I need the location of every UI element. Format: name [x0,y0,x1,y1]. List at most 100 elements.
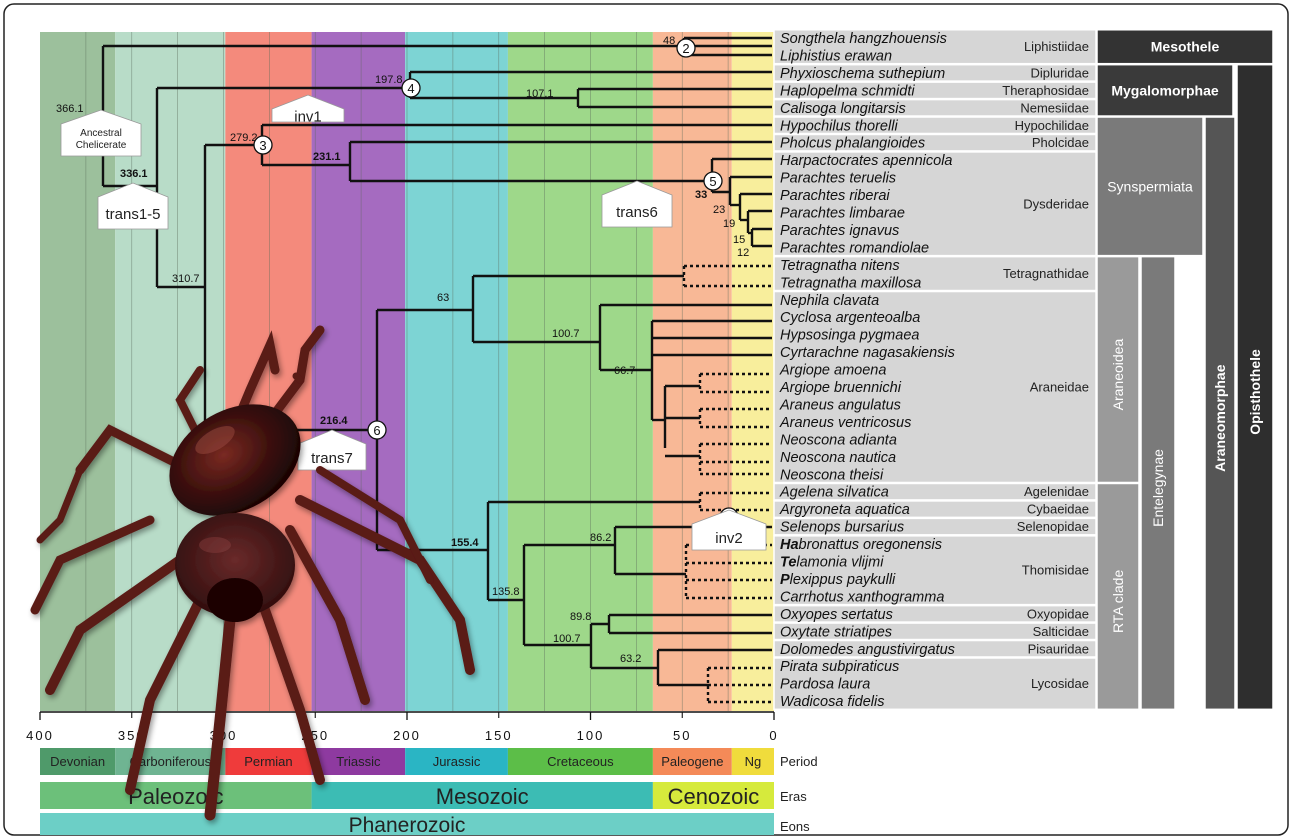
clade-label-entelegynae: Entelegynae [1150,449,1166,527]
taxon-label-name: Songthela hangzhouensis [780,31,947,47]
taxon-label-name: Neoscona theisi [780,467,884,483]
node-number: 4 [407,81,414,96]
family-label-thomisidae: Thomisidae [1022,563,1089,578]
taxon-label-name: Pholcus phalangioides [780,136,925,152]
family-label-hypochilidae: Hypochilidae [1015,118,1089,133]
period-label: Triassic [336,754,381,769]
axis-tick-label: 50 [673,728,691,743]
axis-tick-label: 100 [577,728,605,743]
node-age-label: 336.1 [120,168,148,180]
taxon-label: Parachtes riberai [780,188,890,204]
clade-label-opisthothele: Opisthothele [1247,349,1263,435]
taxon-label: Parachtes limbarae [780,206,905,222]
taxon-label-name: Nephila clavata [780,293,879,309]
clade-label-araneomorphae: Araneomorphae [1212,364,1228,472]
eons-row-label: Eons [780,819,810,834]
taxon-label-name: Calisoga longitarsis [780,101,906,117]
node-number: 3 [259,138,266,153]
node-age-label: 107.1 [526,88,554,100]
taxon-label: Araneus angulatus [779,397,901,413]
taxon-label-name: Harpactocrates apennicola [780,153,953,169]
taxon-label-name: Araneus ventricosus [779,415,911,431]
family-label-dysderidae: Dysderidae [1023,196,1089,211]
node-age-label: 89.8 [570,611,591,623]
taxon-label-name: lexippus paykulli [790,572,896,588]
taxon-label-name: Oxytate striatipes [780,624,892,640]
era-label: Cenozoic [668,784,760,809]
family-label-oxyopidae: Oxyopidae [1027,606,1089,621]
node-age-label: 100.7 [553,633,581,645]
taxon-label: Calisoga longitarsis [780,101,906,117]
taxon-label: Hypsosinga pygmaea [780,328,919,344]
period-label: Paleogene [661,754,723,769]
event-callout-label: Chelicerate [76,140,127,151]
taxon-label: Carrhotus xanthogramma [780,589,944,605]
taxon-label-name: Tetragnatha maxillosa [780,275,921,291]
node-age-label: 12 [737,247,749,259]
taxon-label-name: Oxyopes sertatus [780,607,893,623]
taxon-label: Wadicosa fidelis [780,694,885,710]
event-callout-label: trans1-5 [105,206,160,223]
taxon-label: Hypochilus thorelli [780,118,898,134]
taxon-label: Neoscona adianta [780,432,897,448]
taxon-label-name: Pirata subpiraticus [780,659,899,675]
family-label-selenopidae: Selenopidae [1017,519,1089,534]
event-callout-label: inv2 [715,530,743,547]
period-label: Devonian [50,754,105,769]
taxon-label-name: bronattus oregonensis [799,537,943,553]
event-callout-label: trans6 [616,204,658,221]
taxon-label: Agelena silvatica [779,485,889,501]
taxon-label: Plexippus paykulli [780,572,896,588]
taxon-label: Harpactocrates apennicola [780,153,953,169]
taxon-label: Araneus ventricosus [779,415,911,431]
node-age-label: 23 [713,204,725,216]
period-label: Jurassic [433,754,481,769]
taxon-label-name: Neoscona adianta [780,432,897,448]
clade-label-rta-clade: RTA clade [1110,570,1126,634]
node-age-label: 15 [733,234,745,246]
taxon-label-name: Carrhotus xanthogramma [780,589,944,605]
taxon-label: Oxytate striatipes [780,624,892,640]
node-age-label: 86.2 [590,532,611,544]
taxon-label: Neoscona theisi [780,467,884,483]
clade-label-mesothele: Mesothele [1151,39,1220,55]
axis-tick-label: 0 [769,728,778,743]
axis-tick-label: 150 [485,728,513,743]
eras-row-label: Eras [780,789,807,804]
taxon-label-name: Cyclosa argenteoalba [780,310,920,326]
node-number: 6 [373,423,380,438]
taxon-label-name: Haplopelma schmidti [780,83,915,99]
taxon-label: Pardosa laura [780,677,870,693]
taxon-label: Tetragnatha nitens [780,258,900,274]
taxon-label-name: Wadicosa fidelis [780,694,885,710]
taxon-label-name: Parachtes limbarae [780,206,905,222]
taxon-label: Argiope bruennichi [779,380,902,396]
taxon-label: Liphistius erawan [780,48,892,64]
node-age-label: 279.2 [230,132,258,144]
period-band-ng [732,32,774,711]
node-age-label: 100.7 [552,328,580,340]
taxon-label-name: Cyrtarachne nagasakiensis [780,345,955,361]
taxon-label-name: Tetragnatha nitens [780,258,900,274]
node-age-label: 19 [723,218,735,230]
taxon-label-name: Argiope amoena [779,363,886,379]
taxon-label-bold-prefix: Ha [780,537,799,553]
taxon-label: Telamonia vlijmi [780,555,884,571]
family-label-cybaeidae: Cybaeidae [1027,502,1089,517]
taxon-label-name: Pardosa laura [780,677,870,693]
event-callout-label: inv1 [294,109,322,126]
taxon-label-name: Phyxioschema suthepium [780,66,945,82]
family-label-lycosidae: Lycosidae [1031,676,1089,691]
clade-label-synspermiata: Synspermiata [1107,178,1193,194]
node-age-label: 48 [663,35,675,47]
geologic-scale: DevonianCarboniferousPermianTriassicJura… [40,748,818,837]
period-label: Permian [244,754,292,769]
taxon-label-name: lamonia vlijmi [796,555,884,571]
taxon-label-name: Dolomedes angustivirgatus [780,642,955,658]
taxon-label: Tetragnatha maxillosa [780,275,921,291]
family-label-araneidae: Araneidae [1030,380,1089,395]
taxon-label-name: Argyroneta aquatica [779,502,910,518]
taxon-label: Selenops bursarius [780,520,904,536]
clade-label-mygalomorphae: Mygalomorphae [1111,82,1219,98]
taxon-label-name: Parachtes riberai [780,188,890,204]
